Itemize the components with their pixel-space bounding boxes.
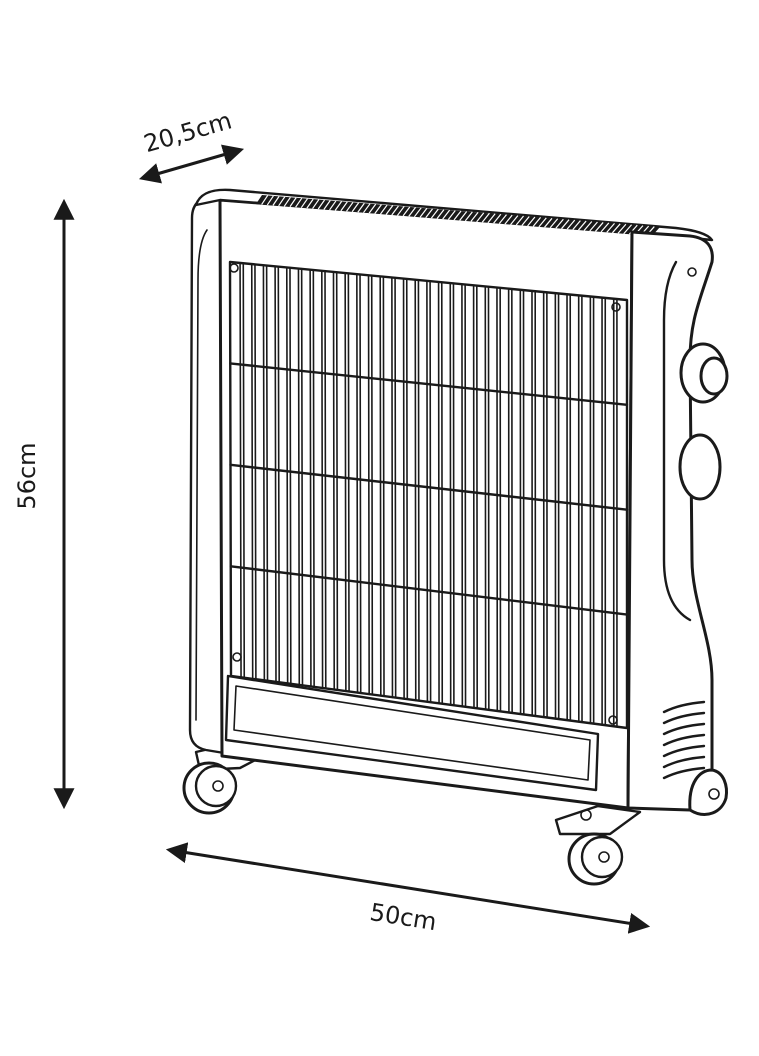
depth-arrow — [138, 144, 245, 184]
grille-bar-edge — [405, 277, 409, 700]
grille — [228, 260, 629, 730]
grille-bar-edge — [289, 266, 292, 685]
heater — [182, 188, 729, 886]
grille-bar — [250, 263, 254, 680]
grille-bar-edge — [359, 273, 362, 694]
grille-bar — [239, 262, 242, 679]
grille-bar — [297, 267, 301, 686]
thermostat-knob — [679, 342, 729, 404]
grille-bar — [356, 273, 359, 694]
depth-label: 20,5cm — [141, 106, 235, 158]
width-label: 50cm — [368, 898, 439, 936]
grille-bar — [262, 264, 266, 682]
bottom-panel — [224, 674, 600, 792]
wheel-rear-right — [688, 768, 728, 816]
power-knob — [678, 433, 722, 501]
grille-bar-edge — [312, 269, 315, 688]
side-vent-slot — [662, 700, 706, 714]
side-vent-slot — [662, 755, 706, 769]
grille-bar — [274, 265, 277, 683]
right-foot — [554, 804, 642, 836]
grille-crossbar — [229, 463, 629, 511]
height-label: 56cm — [13, 442, 41, 509]
grille-bar-edge — [335, 271, 339, 691]
grille-bar — [426, 280, 429, 703]
grille-bar-edge — [370, 274, 374, 696]
grille-bar-edge — [382, 275, 385, 697]
grille-bar — [344, 272, 347, 693]
grille-bar — [321, 270, 324, 690]
grille-crossbar — [229, 565, 629, 616]
grille-frame — [228, 260, 629, 730]
grille-bar-edge — [300, 267, 304, 686]
grille-bar-edge — [242, 262, 246, 679]
side-vents — [662, 700, 706, 780]
grille-bar — [367, 274, 370, 696]
side-vent-slot — [662, 766, 706, 780]
grille-crossbar — [229, 362, 629, 407]
side-vent-slot — [662, 733, 706, 747]
grille-bar-edge — [347, 272, 350, 693]
grille-bar — [309, 269, 312, 688]
width-arrow — [165, 842, 651, 934]
grille-bar — [285, 266, 289, 685]
grille-bar-edge — [265, 264, 269, 682]
dimension-arrows — [53, 144, 651, 934]
side-vent-slot — [662, 711, 706, 725]
grille-bar-edge — [277, 265, 280, 683]
grille-screws — [229, 263, 621, 725]
grille-bar-edge — [429, 280, 432, 703]
grille-bar — [379, 275, 382, 697]
grille-bar — [332, 271, 336, 691]
side-vent-slot — [662, 722, 706, 736]
grille-bar — [414, 279, 417, 702]
wheel-front-right — [567, 832, 624, 886]
grille-bar — [402, 277, 405, 700]
grille-bar-edge — [394, 276, 397, 699]
grille-bar-edge — [254, 263, 257, 680]
grille-bar-edge — [417, 279, 420, 702]
wheel-front-left — [182, 761, 238, 815]
grille-bar-edge — [324, 270, 327, 690]
grille-bar — [391, 276, 394, 699]
side-vent-slot — [662, 744, 706, 758]
